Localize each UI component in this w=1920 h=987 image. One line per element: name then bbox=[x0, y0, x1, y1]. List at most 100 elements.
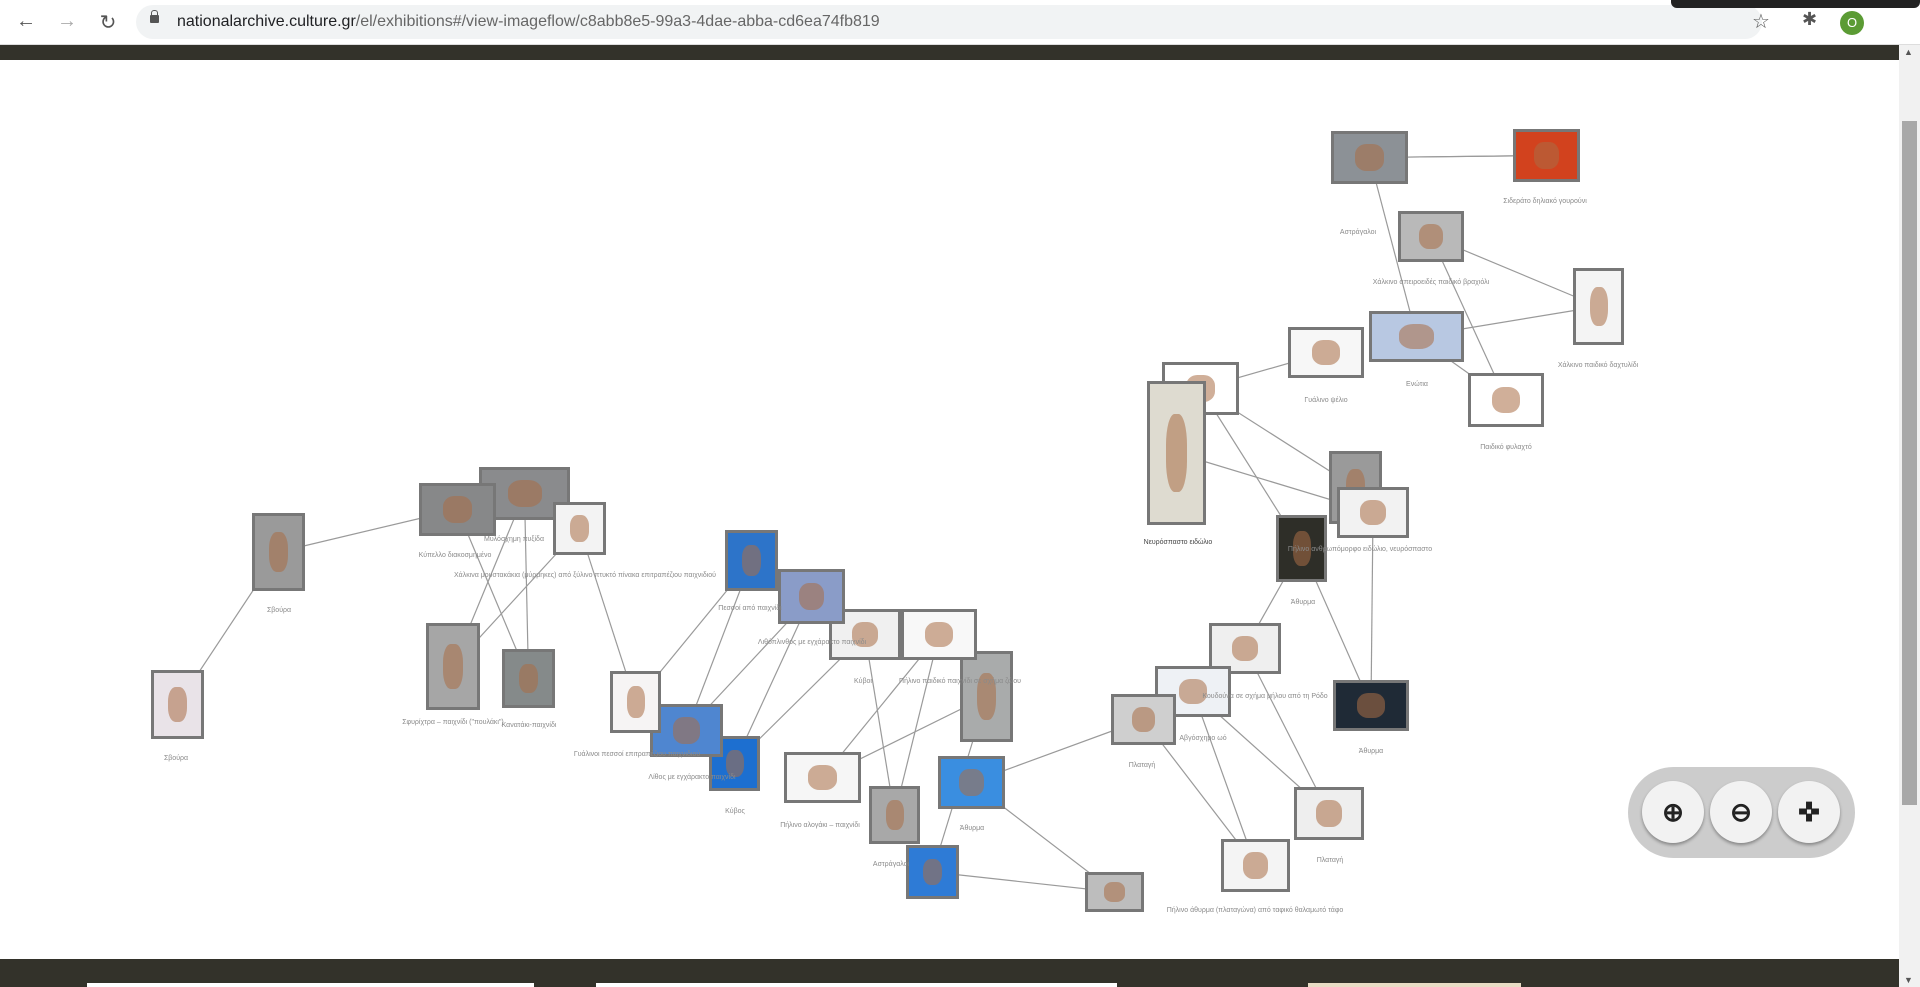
graph-node-image[interactable] bbox=[1369, 311, 1464, 362]
graph-node-label[interactable]: Χάλκινα μουστακάκια (μύρμηκες) από ξύλιν… bbox=[453, 572, 717, 579]
zoom-out-button[interactable]: ⊖ bbox=[1710, 781, 1772, 843]
graph-node-label[interactable]: Σβούρα bbox=[266, 607, 292, 614]
browser-toolbar: ← → ↻ nationalarchive.culture.gr/el/exhi… bbox=[0, 0, 1920, 45]
extensions-puzzle-icon[interactable]: ✱ bbox=[1802, 9, 1818, 29]
graph-node-label[interactable]: Σφυρίχτρα – παιχνίδι ("πουλάκι") bbox=[402, 719, 504, 726]
url-text[interactable]: nationalarchive.culture.gr/el/exhibition… bbox=[177, 13, 880, 31]
scroll-up-icon[interactable]: ▲ bbox=[1904, 47, 1913, 57]
graph-node-image[interactable] bbox=[1111, 694, 1176, 745]
graph-node-label[interactable]: Γυάλινο ψέλιο bbox=[1304, 397, 1348, 404]
artifact-thumbnail bbox=[1131, 706, 1156, 733]
zoom-in-icon: ⊕ bbox=[1662, 797, 1684, 827]
graph-node-image[interactable] bbox=[901, 609, 977, 660]
graph-node-label[interactable]: Λίθος με εγχάρακτο παιχνίδι bbox=[648, 774, 736, 781]
graph-node-label[interactable]: Αστράγαλοι bbox=[872, 861, 910, 868]
graph-node-label[interactable]: Σβούρα bbox=[163, 755, 189, 762]
graph-node-label[interactable]: Άθυρμα bbox=[1290, 599, 1316, 606]
artifact-thumbnail bbox=[443, 496, 472, 523]
graph-node-image[interactable] bbox=[1398, 211, 1464, 262]
graph-node-image[interactable] bbox=[151, 670, 204, 739]
graph-node-image[interactable] bbox=[1288, 327, 1364, 378]
graph-node-label[interactable]: Πλαταγή bbox=[1316, 857, 1344, 864]
zoom-in-button[interactable]: ⊕ bbox=[1642, 781, 1704, 843]
profile-avatar[interactable]: O bbox=[1840, 11, 1864, 35]
graph-node-label[interactable]: Άθυρμα bbox=[1358, 748, 1384, 755]
reload-icon[interactable]: ↻ bbox=[99, 12, 117, 34]
graph-node-image[interactable] bbox=[778, 569, 845, 624]
artifact-thumbnail bbox=[1589, 286, 1608, 327]
graph-node-image[interactable] bbox=[252, 513, 305, 591]
graph-edge bbox=[1192, 691, 1257, 867]
artifact-thumbnail bbox=[673, 717, 700, 744]
artifact-thumbnail bbox=[519, 663, 538, 694]
graph-node-label[interactable]: Πεσσοί από παιχνίδι bbox=[718, 605, 782, 612]
scroll-down-icon[interactable]: ▼ bbox=[1904, 975, 1913, 985]
url-domain: nationalarchive.culture.gr bbox=[177, 13, 356, 30]
graph-node-image[interactable] bbox=[1294, 787, 1364, 840]
graph-node-image[interactable] bbox=[725, 530, 778, 591]
graph-node-image[interactable] bbox=[553, 502, 606, 555]
graph-node-label[interactable]: Κουδούνα σε σχήμα μήλου από τη Ρόδο bbox=[1202, 693, 1328, 700]
graph-node-image[interactable] bbox=[1573, 268, 1624, 345]
artifact-thumbnail bbox=[1179, 678, 1207, 705]
graph-node-label[interactable]: Χάλκινο σπειροειδές παιδικό βραχιόλι bbox=[1372, 279, 1490, 286]
graph-node-label[interactable]: Πήλινο αλογάκι – παιχνίδι bbox=[780, 822, 860, 829]
graph-node-image[interactable] bbox=[1085, 872, 1144, 912]
graph-node-image[interactable] bbox=[938, 756, 1005, 809]
graph-node-label[interactable]: Πήλινο άθυρμα (πλαταγώνα) από ταφικό θαλ… bbox=[1166, 907, 1344, 914]
back-icon[interactable]: ← bbox=[16, 10, 36, 32]
graph-node-image[interactable] bbox=[869, 786, 920, 844]
graph-node-image[interactable] bbox=[1209, 623, 1281, 674]
graph-node-image[interactable] bbox=[610, 671, 661, 733]
graph-node-label[interactable]: Κύπελλο διακοσμημένο bbox=[418, 552, 492, 559]
address-bar[interactable] bbox=[136, 5, 1762, 39]
artifact-thumbnail bbox=[269, 531, 288, 573]
graph-node-label[interactable]: Παιδικό φυλαχτό bbox=[1480, 444, 1532, 451]
scrollbar-thumb[interactable] bbox=[1902, 121, 1917, 805]
footer-block bbox=[596, 983, 1117, 987]
artifact-thumbnail bbox=[885, 800, 904, 830]
graph-node-image[interactable] bbox=[1331, 131, 1408, 184]
graph-node-image[interactable] bbox=[906, 845, 959, 899]
graph-node-image[interactable] bbox=[502, 649, 555, 708]
graph-node-image[interactable] bbox=[1468, 373, 1544, 427]
graph-node-label[interactable]: Μυλόσχημη πυξίδα bbox=[484, 536, 544, 543]
artifact-thumbnail bbox=[923, 858, 942, 886]
artifact-thumbnail bbox=[570, 515, 589, 542]
graph-node-label[interactable]: Πήλινο ανθρωπόμορφο ειδώλιο, νευρόσπαστο bbox=[1287, 546, 1433, 553]
artifact-thumbnail bbox=[808, 764, 837, 791]
graph-node-image[interactable] bbox=[1337, 487, 1409, 538]
graph-node-label[interactable]: Σιδεράτο δηλιακό γουρούνι bbox=[1503, 198, 1587, 205]
artifact-thumbnail bbox=[1316, 800, 1342, 827]
graph-node-image[interactable] bbox=[1221, 839, 1290, 892]
footer-block bbox=[1308, 983, 1521, 987]
graph-node-label[interactable]: Γυάλινοι πεσσοί επιτραπέζιου παιχνιδιού bbox=[573, 751, 701, 758]
graph-node-image[interactable] bbox=[960, 651, 1013, 742]
graph-node-image[interactable] bbox=[426, 623, 480, 710]
graph-node-image[interactable] bbox=[1147, 381, 1206, 525]
graph-node-label[interactable]: Κύβοι bbox=[854, 678, 872, 685]
bookmark-star-icon[interactable]: ☆ bbox=[1752, 11, 1770, 33]
graph-edge bbox=[931, 869, 1115, 893]
graph-node-label[interactable]: Λιθόπλινθος με εγχάρακτο παιχνίδι bbox=[757, 639, 867, 646]
scrollbar[interactable]: ▲ ▼ bbox=[1899, 45, 1920, 987]
graph-node-image[interactable] bbox=[784, 752, 861, 803]
graph-node-image[interactable] bbox=[1333, 680, 1409, 731]
lock-icon bbox=[150, 10, 159, 23]
graph-node-image[interactable] bbox=[1513, 129, 1580, 182]
graph-node-label[interactable]: Κύβος bbox=[725, 808, 745, 815]
graph-node-label[interactable]: Κανατάκι-παιχνίδι bbox=[501, 722, 557, 729]
graph-node-label[interactable]: Πλαταγή bbox=[1128, 762, 1156, 769]
graph-node-label[interactable]: Νευρόσπαστο ειδώλιο bbox=[1143, 539, 1213, 546]
graph-node-label[interactable]: Αβγόσχημο ωό bbox=[1179, 735, 1227, 742]
recenter-button[interactable]: ✜ bbox=[1778, 781, 1840, 843]
forward-icon[interactable]: → bbox=[57, 10, 77, 32]
graph-node-label[interactable]: Ενώτια bbox=[1406, 381, 1428, 388]
graph-node-label[interactable]: Χάλκινο παιδικό δαχτυλίδι bbox=[1557, 362, 1639, 369]
graph-node-label[interactable]: Αστράγαλοι bbox=[1339, 229, 1377, 236]
graph-node-label[interactable]: Πήλινο παιδικό παιχνίδι σε σχήμα ζώου bbox=[899, 678, 1021, 685]
graph-edge bbox=[733, 596, 813, 765]
graph-node-image[interactable] bbox=[419, 483, 496, 536]
graph-node-label[interactable]: Άθυρμα bbox=[959, 825, 985, 832]
